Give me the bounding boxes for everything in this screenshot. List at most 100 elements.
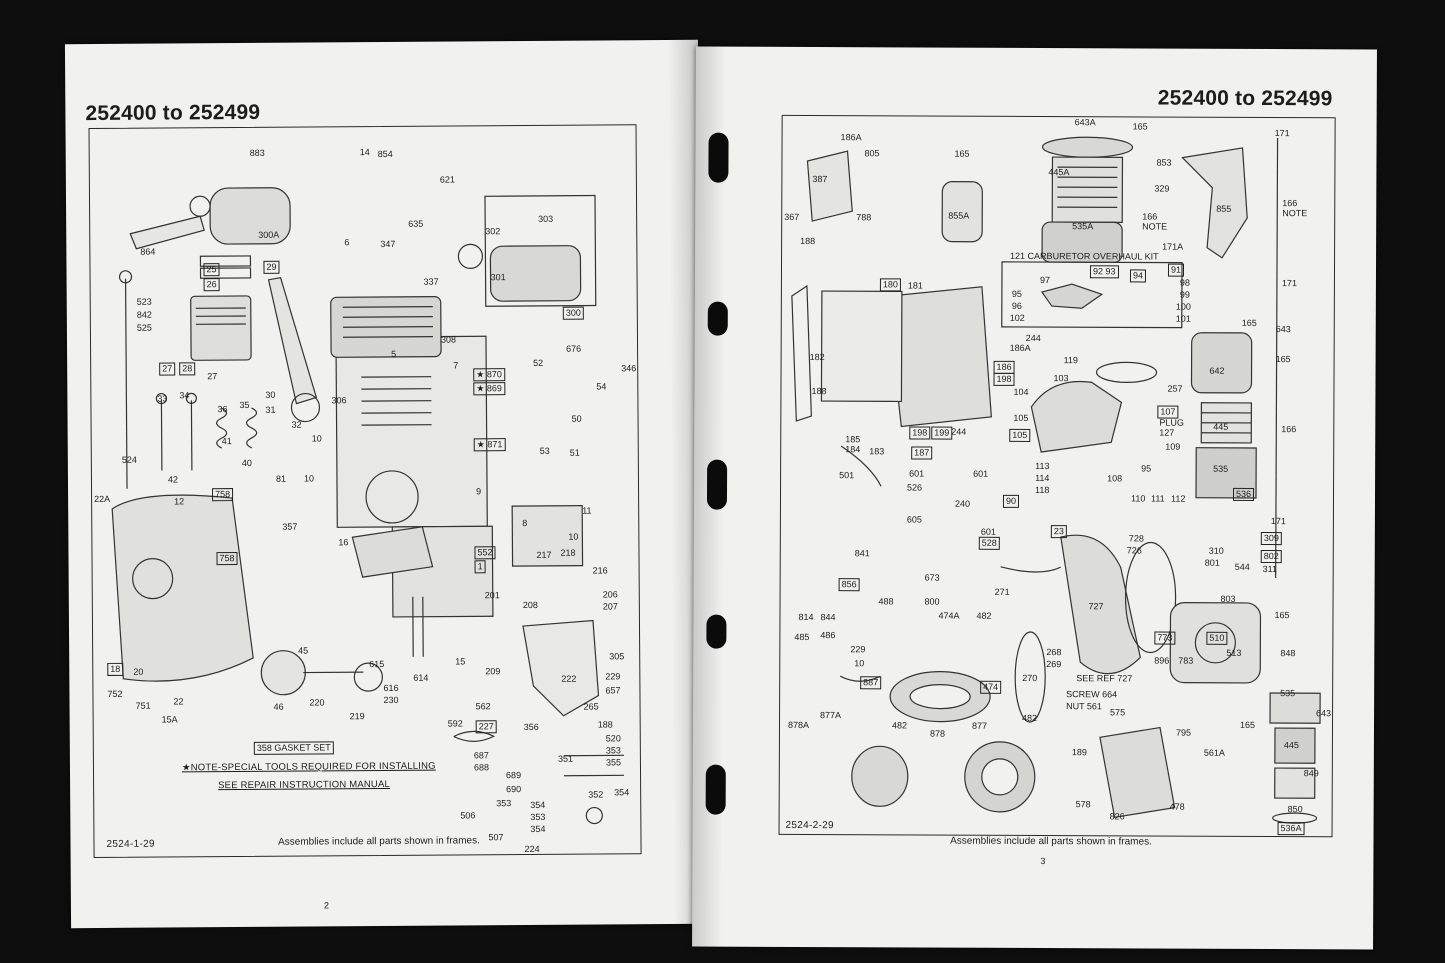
part-number: 171 xyxy=(1270,516,1286,527)
part-frame-label: 94 xyxy=(1129,269,1147,283)
part-number: 185 xyxy=(845,434,861,445)
part-number: 535A xyxy=(1072,221,1094,232)
part-number: 355 xyxy=(605,757,622,768)
part-number: 486 xyxy=(820,630,836,641)
part-number: 186A xyxy=(840,132,862,143)
part-number: 482 xyxy=(891,720,908,731)
part-number: 842 xyxy=(136,309,152,320)
part-number: 30 xyxy=(265,389,276,400)
part-number: 896 xyxy=(1154,655,1170,666)
part-number: 165 xyxy=(1274,610,1290,621)
part-number: 8 xyxy=(522,518,528,529)
part-number: 853 xyxy=(1156,157,1172,168)
part-number: 102 xyxy=(1009,312,1025,323)
part-frame-label: 198 xyxy=(909,426,931,440)
binder-hole xyxy=(707,301,728,336)
part-frame-label: 552 xyxy=(474,546,496,560)
part-number: 271 xyxy=(994,586,1010,597)
part-number: 353 xyxy=(530,811,546,822)
part-number: 182 xyxy=(809,352,825,363)
part-number: 165 xyxy=(1241,317,1257,328)
part-number: 605 xyxy=(906,514,922,525)
part-number: 643 xyxy=(1275,324,1291,335)
part-number: 535 xyxy=(1213,463,1229,474)
part-number: 109 xyxy=(1165,441,1181,452)
page-number: 2 xyxy=(323,900,329,911)
part-number: 877A xyxy=(820,710,842,721)
part-number: 301 xyxy=(490,272,506,283)
part-number: 165 xyxy=(1275,354,1291,365)
part-frame-label: 180 xyxy=(879,278,901,292)
part-frame-label: 25 xyxy=(203,263,220,277)
part-number: 171 xyxy=(1274,128,1290,139)
part-number: 95 xyxy=(1141,463,1152,474)
part-number: SEE REF 727 xyxy=(1076,673,1133,684)
part-number: 10 xyxy=(311,433,322,444)
part-frame-label: 227 xyxy=(475,720,497,734)
model-range-header: 252400 to 252499 xyxy=(1157,86,1333,111)
part-number: 826 xyxy=(1109,811,1125,822)
repair-manual-note: SEE REPAIR INSTRUCTION MANUAL xyxy=(218,778,391,792)
part-frame-label: 802 xyxy=(1260,549,1282,564)
part-number: 14 xyxy=(359,147,370,158)
part-number: 488 xyxy=(878,596,894,607)
part-number: 171A xyxy=(1162,241,1184,252)
part-number: 578 xyxy=(1075,799,1091,810)
part-number: 229 xyxy=(850,644,866,655)
part-number: 357 xyxy=(282,521,298,532)
part-number: 482 xyxy=(1022,712,1038,724)
part-number: 850 xyxy=(1287,804,1303,815)
part-number: 188 xyxy=(800,235,816,247)
part-number: 32 xyxy=(291,419,302,430)
part-number: 337 xyxy=(423,276,439,287)
part-number: 188 xyxy=(811,386,827,397)
part-number: 445A xyxy=(1048,167,1070,178)
part-number: 752 xyxy=(107,688,123,699)
part-number: 311 xyxy=(1262,563,1278,575)
part-number: 217 xyxy=(536,549,552,560)
part-number: 51 xyxy=(569,447,580,458)
part-number: 112 xyxy=(1170,493,1186,504)
part-number: 844 xyxy=(820,612,836,623)
page-number: 3 xyxy=(1040,856,1046,867)
part-number: 561A xyxy=(1203,747,1225,758)
part-number: 269 xyxy=(1046,659,1062,670)
part-number: 877 xyxy=(971,720,988,731)
part-number: 45 xyxy=(298,645,309,656)
part-number: 878A xyxy=(787,719,810,731)
part-number: 306 xyxy=(331,395,347,406)
part-number: 354 xyxy=(530,823,546,834)
part-number: 183 xyxy=(869,446,885,457)
part-number: 751 xyxy=(135,700,151,711)
part-number: 690 xyxy=(506,784,522,795)
part-number: 615 xyxy=(369,659,385,670)
diagram-code: 2524-2-29 xyxy=(785,819,834,832)
part-number: 803 xyxy=(1220,593,1236,604)
part-number: 635 xyxy=(408,218,424,229)
part-frame-label: ★ 870 xyxy=(473,368,505,382)
part-number: 673 xyxy=(924,572,940,583)
part-number: 98 xyxy=(1179,277,1190,288)
part-number: 367 xyxy=(784,211,800,222)
part-number: 111 xyxy=(1150,493,1165,504)
part-number: 848 xyxy=(1280,648,1296,659)
part-number: 201 xyxy=(484,590,500,601)
part-number: 302 xyxy=(485,226,501,237)
part-number: 218 xyxy=(560,547,576,558)
part-number: 230 xyxy=(383,694,399,706)
part-number: 814 xyxy=(798,611,814,623)
part-number: 41 xyxy=(221,436,232,447)
part-number: 300A xyxy=(258,229,280,240)
part-number: 16 xyxy=(338,537,349,548)
part-frame-label: 187 xyxy=(911,446,933,460)
part-number: 353 xyxy=(605,745,621,756)
part-number: 346 xyxy=(621,363,637,374)
part-number: 270 xyxy=(1022,672,1038,684)
part-number: 544 xyxy=(1234,561,1250,572)
part-number: 303 xyxy=(538,213,554,224)
part-number: 657 xyxy=(605,685,621,696)
part-frame-label: 23 xyxy=(1050,525,1067,539)
part-number: 34 xyxy=(179,390,190,401)
exploded-diagram-frame: 186A 805 387 367 788 188 165 855A 643A 4… xyxy=(778,114,1336,838)
part-number: 501 xyxy=(839,470,855,481)
